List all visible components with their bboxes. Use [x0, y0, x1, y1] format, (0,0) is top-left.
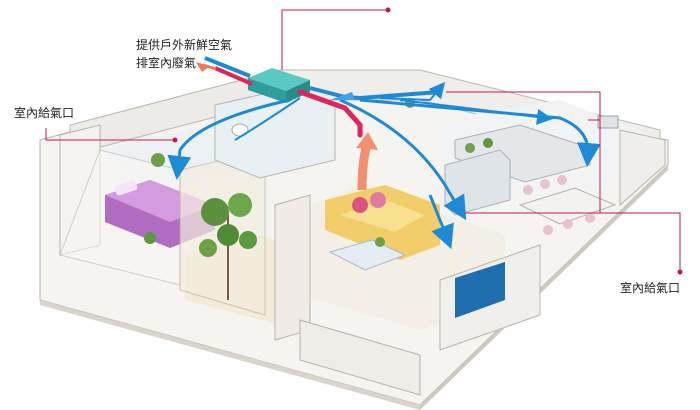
fresh-air-intake-duct: [204, 56, 251, 78]
indoor-supply-label-right: 室內給氣口: [620, 281, 681, 295]
exhaust-duct: [214, 66, 253, 86]
supply-duct-living: [339, 98, 467, 221]
exhaust-out-arrow-tail: [202, 63, 217, 71]
cushion: [352, 197, 368, 213]
ventilation-unit-front: [248, 78, 286, 103]
slab-right-edge: [420, 165, 668, 410]
dining-chair: [563, 219, 573, 229]
right-wall: [619, 129, 666, 207]
supply-duct-kitchen-2: [379, 81, 446, 102]
exhaust-out-arrow: [196, 62, 210, 72]
bed-pillow: [114, 180, 138, 196]
dining-chair: [543, 225, 553, 235]
leader-line-top: [281, 9, 388, 70]
dining-chair: [585, 213, 595, 223]
tree-foliage: [199, 239, 217, 257]
dining-table: [518, 187, 617, 225]
leader-dot: [677, 269, 683, 275]
leader-line-left: [45, 128, 175, 141]
supply-diffuser: [330, 92, 355, 100]
leader-dot: [172, 137, 178, 143]
supply-duct-bedroom-2: [234, 97, 301, 141]
dining-chair: [523, 185, 533, 195]
exhaust-return-arrow-head: [356, 132, 378, 150]
tree-foliage: [228, 193, 252, 217]
tree-foliage: [239, 231, 257, 249]
fresh-air-label: 提供戶外新鮮空氣: [136, 38, 233, 52]
plant: [465, 143, 475, 153]
front-wall: [299, 319, 421, 396]
leader-dot: [385, 7, 391, 13]
leader-line-right-down: [600, 212, 681, 272]
slab-front-edge: [40, 300, 420, 410]
ventilation-unit: [248, 68, 310, 91]
exhaust-label: 排室內廢氣: [136, 56, 197, 70]
leader-line-right: [446, 91, 601, 214]
plant: [483, 138, 493, 148]
television: [455, 262, 505, 318]
indoor-supply-label-left: 室內給氣口: [14, 106, 75, 120]
plant: [144, 232, 156, 244]
dining-chair: [557, 175, 567, 185]
living-partition: [274, 194, 311, 341]
supply-duct-dining: [399, 99, 553, 125]
exhaust-duct-interior: [297, 89, 363, 138]
wall-vent-unit: [597, 115, 619, 129]
tree-foliage: [201, 198, 229, 226]
plant: [151, 153, 165, 167]
supply-duct-bedroom: [167, 98, 291, 180]
plant: [375, 237, 385, 247]
dining-chair: [540, 179, 550, 189]
tree-foliage: [217, 224, 239, 246]
supply-duct-living-2: [428, 194, 454, 250]
coffee-table: [328, 239, 407, 271]
cushion: [370, 192, 386, 208]
